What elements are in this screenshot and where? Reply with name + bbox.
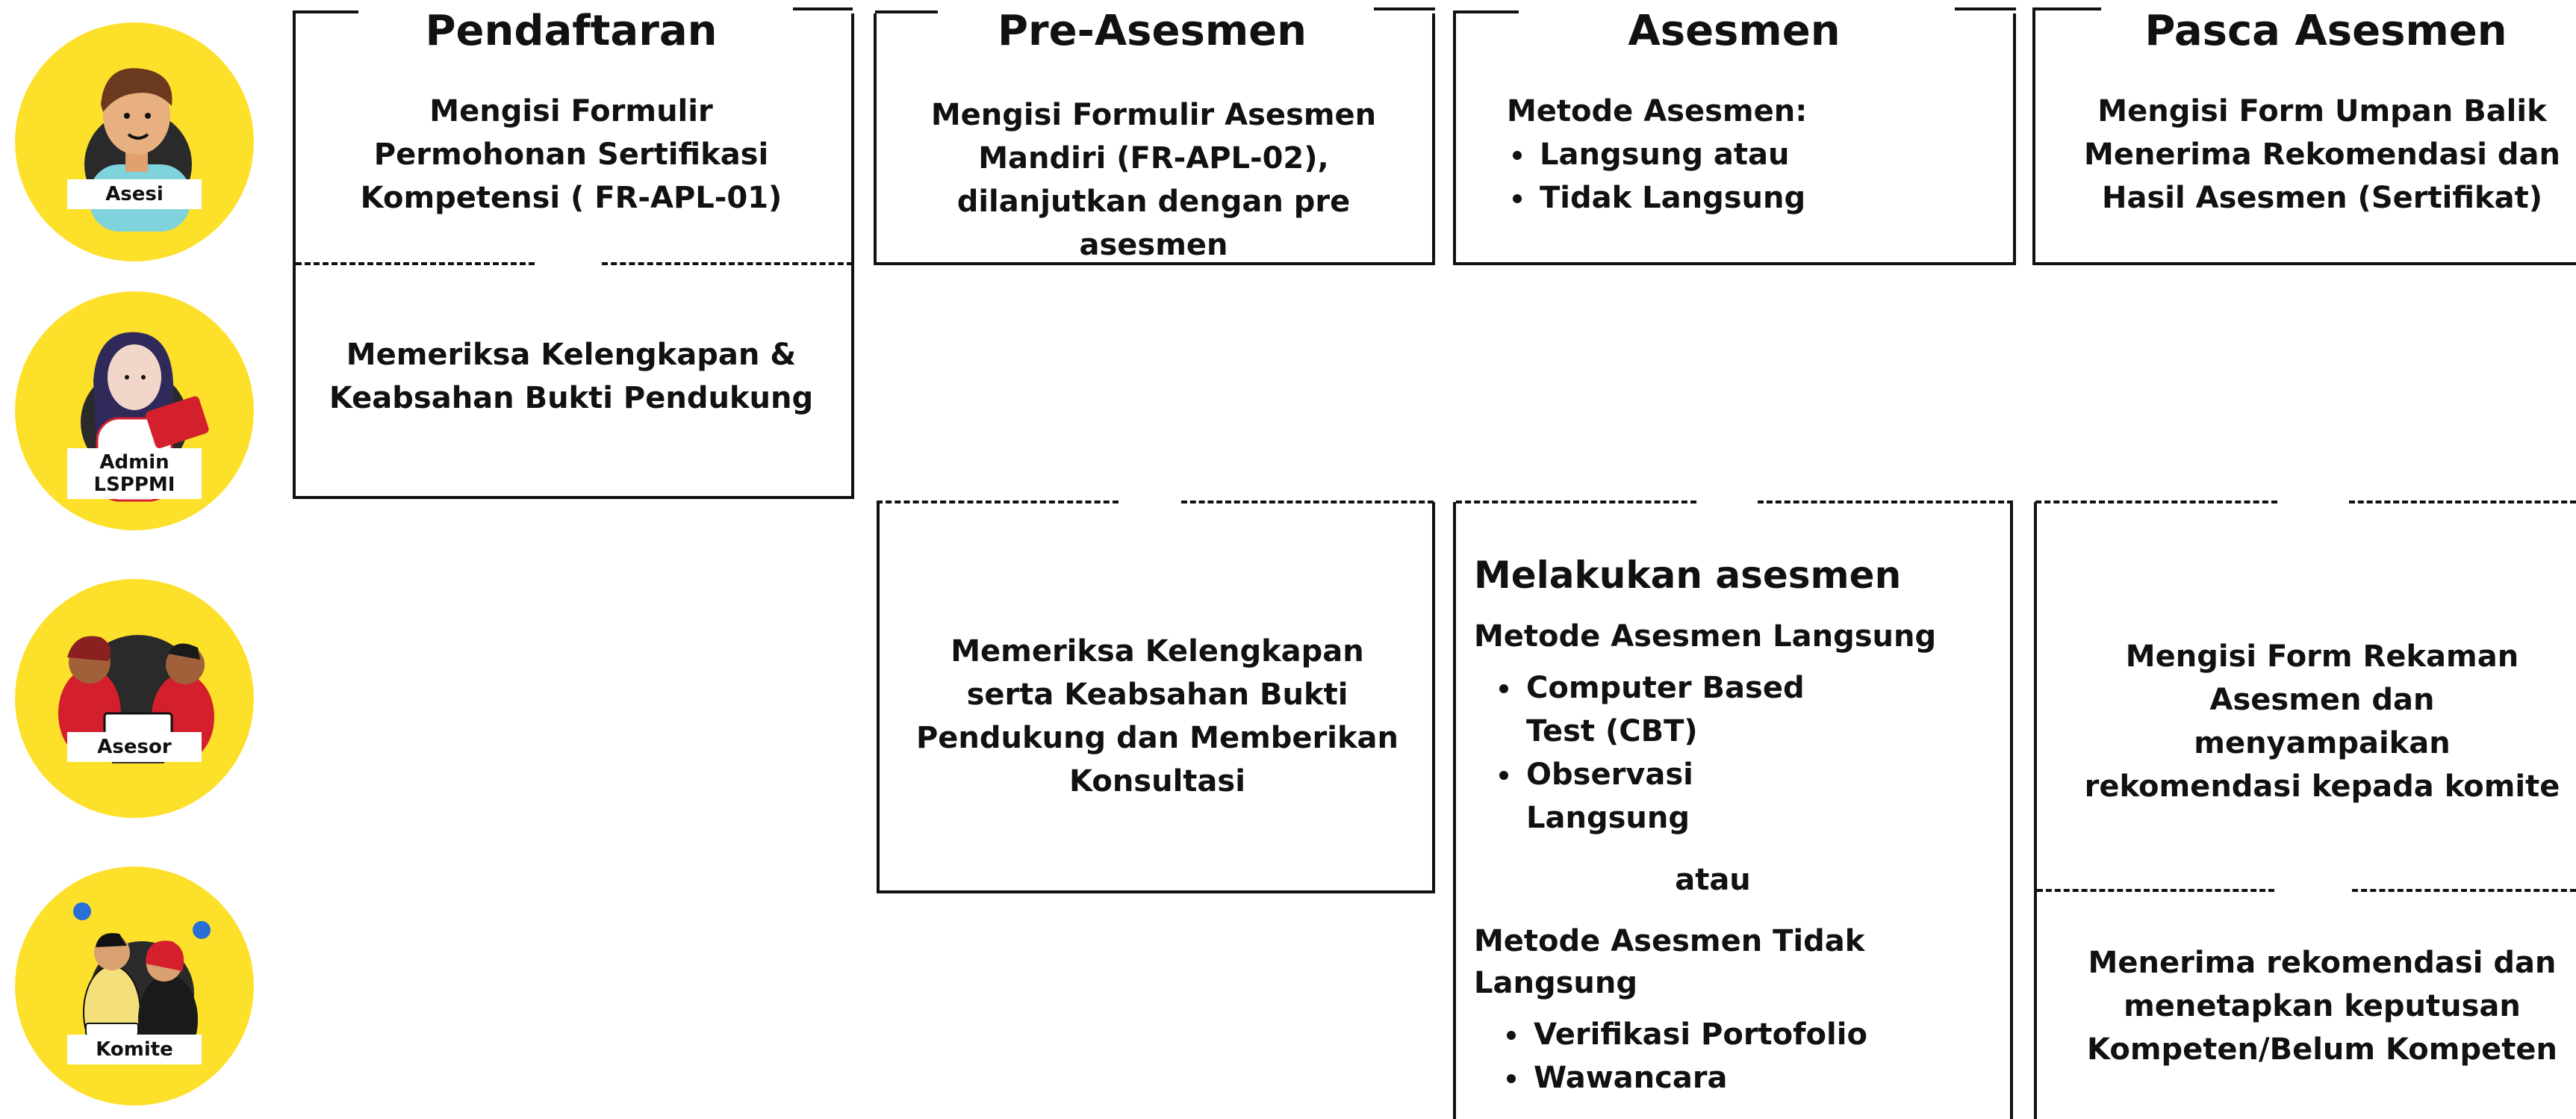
- role-asesi: Asesi: [15, 22, 254, 261]
- lane-divider: [1456, 500, 1696, 503]
- asesmen-method-heading: Metode Asesmen:: [1507, 94, 1808, 128]
- komite-avatar-illustration: [15, 867, 254, 1106]
- box-left-edge: [874, 13, 877, 264]
- role-asesor: Asesor: [15, 579, 254, 818]
- box-right-edge: [2013, 13, 2016, 264]
- lane-divider: [2037, 889, 2274, 892]
- box-right-edge: [1432, 502, 1435, 893]
- box-bottom-edge: [877, 890, 1435, 893]
- role-label-komite: Komite: [67, 1035, 202, 1064]
- phase-title-pendaftaran: Pendaftaran: [425, 7, 718, 55]
- title-rule-left: [1453, 10, 1519, 13]
- phase-title-asesmen: Asesmen: [1628, 7, 1841, 55]
- box-right-edge: [851, 13, 854, 499]
- box-left-edge: [1453, 13, 1456, 264]
- asesor-heading: Melakukan asesmen: [1474, 554, 1902, 597]
- box-right-edge: [2010, 502, 2013, 1119]
- role-komite: Komite: [15, 867, 254, 1106]
- phase-title-pasca-asesmen: Pasca Asesmen: [2144, 7, 2507, 55]
- box-bottom-edge: [874, 262, 1435, 265]
- title-rule-right: [1374, 7, 1435, 10]
- pasca-asesi-step: Mengisi Form Umpan Balik Menerima Rekome…: [2084, 94, 2560, 215]
- box-left-edge: [2032, 10, 2035, 264]
- role-label-asesi: Asesi: [67, 179, 202, 209]
- pre-asesmen-asesor-step: Memeriksa Kelengkapan serta Keabsahan Bu…: [915, 634, 1399, 799]
- asesmen-method-list: Langsung atau Tidak Langsung: [1507, 133, 1970, 220]
- phase-title-pre-asesmen: Pre-Asesmen: [997, 7, 1307, 55]
- list-item: Langsung atau: [1507, 133, 1970, 176]
- box-bottom-edge: [296, 496, 854, 499]
- title-rule-left: [875, 10, 938, 13]
- list-item: Tidak Langsung: [1507, 176, 1970, 220]
- title-rule-left: [293, 10, 358, 13]
- pendaftaran-asesi-step: Mengisi Formulir Permohonan Sertifikasi …: [360, 94, 783, 215]
- lane-divider: [602, 262, 853, 265]
- box-left-edge: [293, 13, 296, 499]
- pasca-komite-step: Menerima rekomendasi dan menetapkan kepu…: [2087, 946, 2557, 1067]
- box-left-edge: [2034, 502, 2037, 1119]
- list-item: Wawancara: [1501, 1056, 1919, 1100]
- lane-divider: [1181, 500, 1434, 503]
- pre-asesmen-asesi-step: Mengisi Formulir Asesmen Mandiri (FR-APL…: [930, 98, 1377, 262]
- lane-divider: [296, 262, 535, 265]
- atau-label: atau: [1675, 863, 1751, 897]
- box-bottom-edge: [1453, 262, 2016, 265]
- title-rule-left: [2032, 7, 2101, 10]
- role-label-asesor: Asesor: [67, 732, 202, 762]
- lane-divider: [2035, 500, 2277, 503]
- list-item: Computer Based Test (CBT): [1493, 666, 1867, 753]
- tidak-langsung-list: Verifikasi Portofolio Wawancara: [1474, 1013, 1919, 1100]
- asesi-avatar-illustration: [15, 22, 254, 261]
- lane-divider: [1758, 500, 2013, 503]
- langsung-list: Computer Based Test (CBT) Observasi Lang…: [1474, 666, 1867, 840]
- role-admin: Admin LSPPMI: [15, 291, 254, 530]
- box-right-edge: [1432, 13, 1435, 264]
- lane-divider: [2349, 500, 2576, 503]
- lane-divider: [2352, 889, 2576, 892]
- box-left-edge: [877, 502, 880, 893]
- list-item: Verifikasi Portofolio: [1501, 1013, 1919, 1056]
- pasca-asesor-step: Mengisi Form Rekaman Asesmen dan menyamp…: [2084, 639, 2560, 804]
- asesor-avatar-illustration: [15, 579, 254, 818]
- list-item: Observasi Langsung: [1493, 753, 1867, 840]
- lane-divider: [877, 500, 1119, 503]
- box-left-edge: [1453, 502, 1456, 1119]
- asesmen-asesor-step: Melakukan asesmen Metode Asesmen Langsun…: [1474, 551, 1997, 1100]
- pendaftaran-admin-step: Memeriksa Kelengkapan & Keabsahan Bukti …: [329, 338, 814, 415]
- title-rule-right: [1955, 7, 2016, 10]
- role-label-admin: Admin LSPPMI: [67, 448, 202, 499]
- langsung-heading: Metode Asesmen Langsung: [1474, 619, 1937, 654]
- tidak-langsung-heading: Metode Asesmen Tidak Langsung: [1474, 924, 1865, 1000]
- box-bottom-edge: [2032, 262, 2576, 265]
- title-rule-right: [793, 7, 853, 10]
- asesmen-asesi-step: Metode Asesmen: Langsung atau Tidak Lang…: [1507, 90, 1970, 220]
